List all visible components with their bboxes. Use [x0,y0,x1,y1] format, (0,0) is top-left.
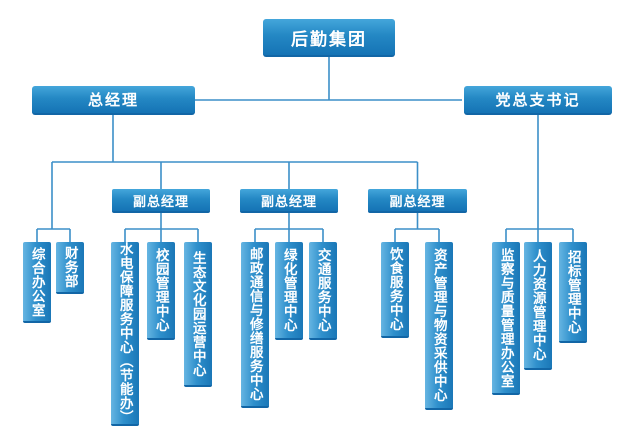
node-dining-service-center: 饮食服务中心 [381,242,409,338]
node-postal-repair-service-center: 邮政通信与修缮服务中心 [241,242,269,408]
node-deputy-manager-1: 副总经理 [112,189,210,213]
node-eco-culture-park-center: 生态文化园运营中心 [184,242,212,387]
node-hr-management-center: 人力资源管理中心 [524,242,552,370]
node-general-manager: 总经理 [32,86,195,115]
node-supervision-quality-office: 监察与质量管理办公室 [492,242,520,395]
node-campus-management-center: 校园管理中心 [147,242,175,340]
node-asset-materials-center: 资产管理与物资采供中心 [425,242,453,410]
node-deputy-manager-3: 副总经理 [368,189,467,213]
node-transport-service-center: 交通服务中心 [309,242,337,340]
node-utilities-service-center: 水电保障服务中心（节能办） [111,242,139,426]
node-bidding-management-center: 招标管理中心 [559,242,587,343]
node-root: 后勤集团 [263,19,395,57]
node-finance-department: 财务部 [56,242,84,294]
node-deputy-manager-2: 副总经理 [240,189,338,213]
node-general-office: 综合办公室 [23,242,51,323]
node-party-secretary: 党总支书记 [464,86,612,115]
node-greening-management-center: 绿化管理中心 [275,242,303,340]
